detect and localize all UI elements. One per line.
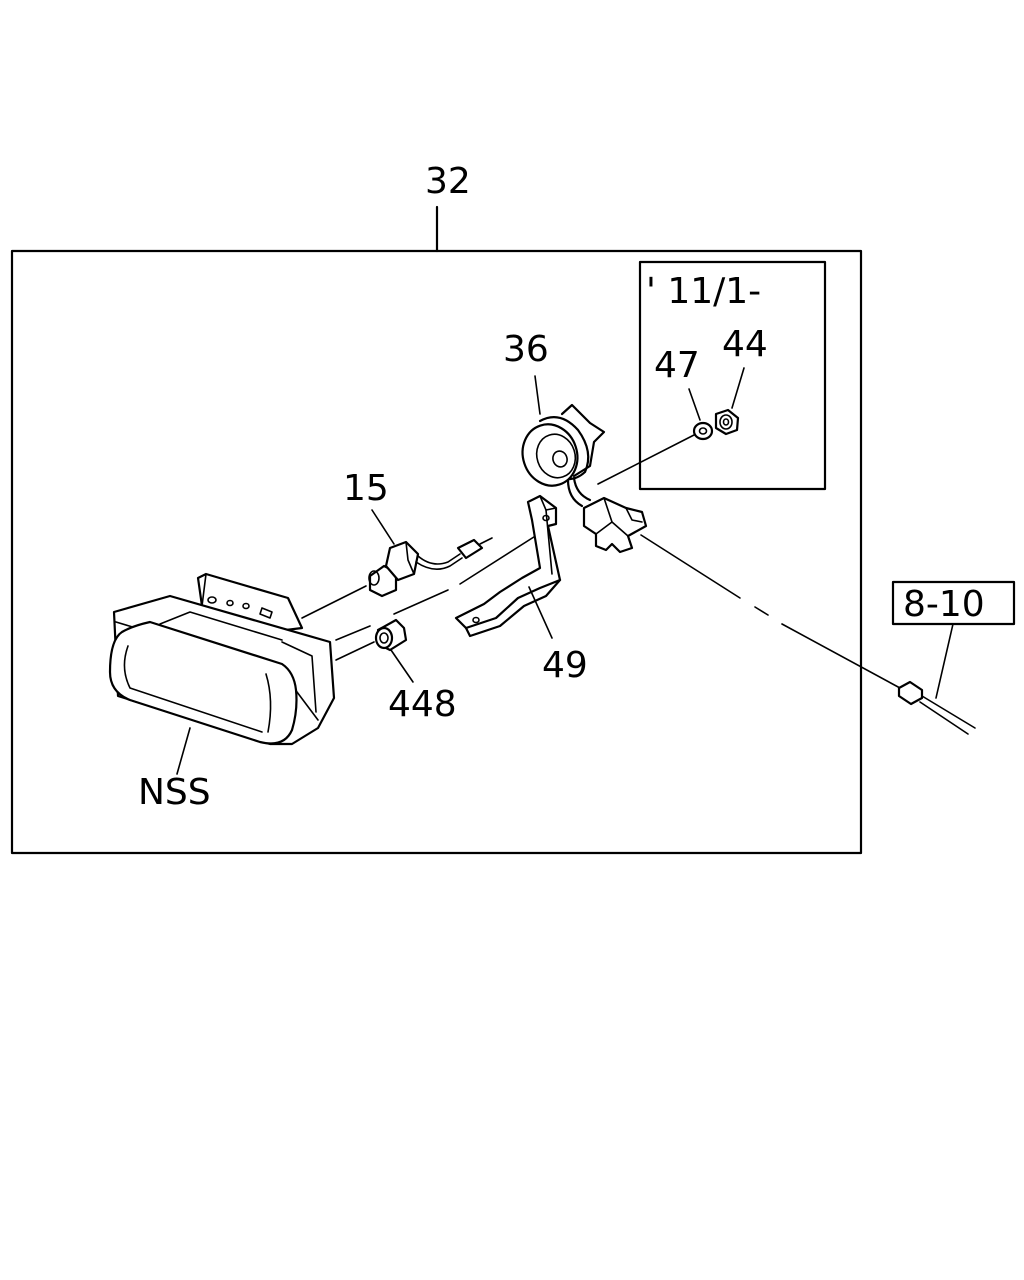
bulb-15 <box>368 537 493 598</box>
wire-line-c <box>781 623 901 689</box>
nut-44 <box>714 408 740 436</box>
label-variant-note: ' 11/1- <box>646 271 761 312</box>
label-44: 44 <box>722 324 768 365</box>
label-47: 47 <box>654 345 700 386</box>
wire-terminal <box>897 680 976 735</box>
label-15: 15 <box>343 468 389 509</box>
leader-44 <box>731 367 745 409</box>
label-nss: NSS <box>138 772 211 813</box>
horn-connector <box>582 496 648 554</box>
leader-49 <box>528 586 553 639</box>
wire-line-a <box>640 534 741 599</box>
grommet-448 <box>374 618 408 652</box>
centre-line-grommet <box>335 641 375 661</box>
washer-47 <box>692 421 714 441</box>
leader-47 <box>688 388 701 421</box>
centre-line-bracket-c <box>459 527 549 585</box>
centre-line-bracket-a <box>335 625 371 641</box>
bracket-49 <box>454 494 562 638</box>
centre-line-bulb <box>301 585 367 619</box>
fog-lamp-nss <box>108 572 336 746</box>
centre-line-bracket-b <box>393 589 449 615</box>
label-49: 49 <box>542 645 588 686</box>
wire-line-b <box>754 606 769 616</box>
centre-line-washer <box>597 434 695 485</box>
leader-8-10 <box>935 623 954 699</box>
leader-nss <box>176 727 191 775</box>
label-8-10: 8-10 <box>903 584 985 625</box>
horn-36 <box>521 403 606 508</box>
leader-36 <box>534 375 541 415</box>
label-32: 32 <box>425 161 471 202</box>
inset-box <box>638 260 827 491</box>
leader-448 <box>390 649 414 683</box>
label-448: 448 <box>388 684 457 725</box>
leader-15 <box>371 509 395 545</box>
label-36: 36 <box>503 329 549 370</box>
